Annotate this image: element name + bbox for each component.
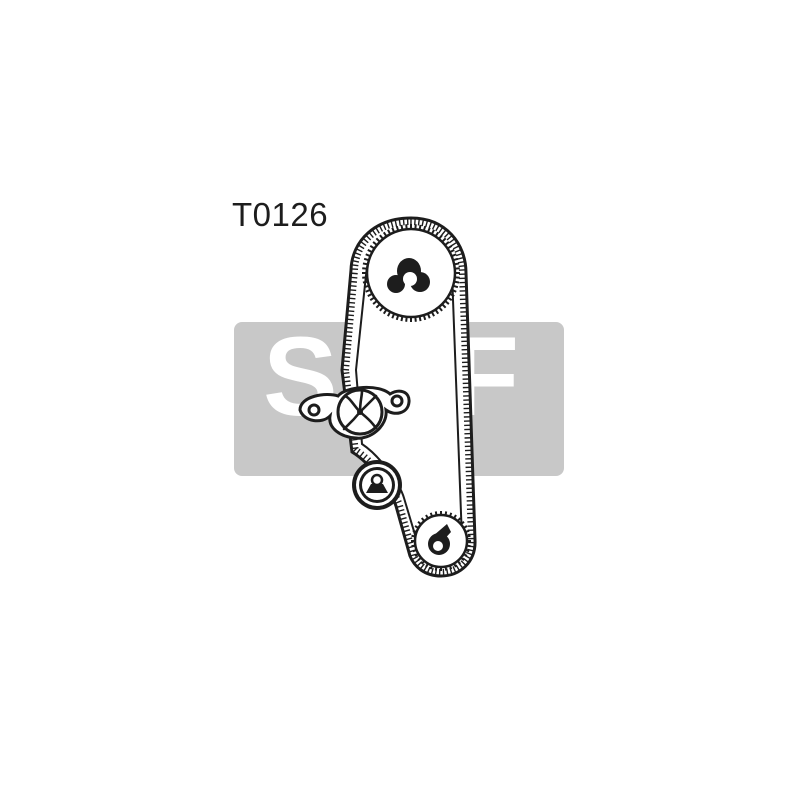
- belt-tooth: [399, 219, 400, 226]
- belt-tooth: [403, 218, 404, 225]
- sprocket-tooth: [431, 513, 432, 517]
- belt-tooth: [348, 307, 355, 308]
- belt-tooth: [344, 348, 351, 349]
- sprocket-tooth: [364, 259, 369, 260]
- sprocket-tooth: [467, 546, 471, 547]
- belt-tooth: [349, 290, 356, 291]
- belt-tooth: [350, 277, 357, 278]
- sprocket-tooth: [454, 263, 459, 264]
- belt-tooth: [346, 328, 353, 329]
- belt-tooth: [343, 381, 350, 382]
- sprocket-tooth: [465, 550, 469, 551]
- belt-tooth: [342, 373, 349, 374]
- sprocket-tooth: [446, 511, 447, 515]
- sprocket-tooth: [424, 226, 425, 231]
- belt-tooth: [351, 273, 358, 274]
- sprocket-tooth: [454, 282, 459, 283]
- belt-tooth: [347, 319, 354, 320]
- sprocket-tooth: [397, 226, 398, 231]
- belt-tooth: [350, 286, 357, 287]
- part-code-label: T0126: [232, 196, 328, 234]
- sprocket-tooth: [413, 531, 417, 532]
- sprocket-tooth: [436, 511, 437, 515]
- sprocket-tooth: [453, 286, 458, 287]
- belt-tooth: [350, 281, 357, 282]
- belt-tooth: [352, 448, 359, 449]
- belt-tooth: [344, 344, 351, 345]
- belt-tooth: [345, 340, 352, 341]
- sprocket-tooth: [436, 567, 437, 571]
- sprocket-tooth: [450, 513, 451, 517]
- belt-tooth: [349, 294, 356, 295]
- sprocket-tooth: [420, 225, 421, 230]
- sprocket-tooth: [401, 316, 402, 321]
- belt-tooth: [343, 357, 350, 358]
- belt-tooth: [342, 365, 349, 366]
- sprocket-tooth: [431, 565, 432, 569]
- sprocket-tooth: [363, 263, 368, 264]
- sprocket-tooth: [401, 225, 402, 230]
- belt-tooth: [345, 332, 352, 333]
- belt-tooth: [351, 265, 358, 266]
- sprocket-tooth: [420, 316, 421, 321]
- tensioner-pulley-icon: [352, 460, 402, 510]
- camshaft-sprocket-icon: [362, 224, 460, 322]
- belt-tooth: [347, 311, 354, 312]
- belt-tooth: [347, 315, 354, 316]
- sprocket-tooth: [467, 536, 471, 537]
- belt-tooth: [344, 385, 351, 386]
- sprocket-tooth: [446, 567, 447, 571]
- sprocket-tooth: [364, 286, 369, 287]
- belt-tooth: [346, 323, 353, 324]
- pump-bolt-left: [309, 405, 319, 415]
- pump-hub: [357, 409, 363, 415]
- belt-tooth: [351, 444, 358, 445]
- pump-bolt-right: [392, 396, 402, 406]
- belt-tooth: [418, 219, 419, 226]
- belt-tooth: [342, 369, 349, 370]
- sprocket-tooth: [413, 550, 417, 551]
- sprocket-tooth: [450, 565, 451, 569]
- sprocket-tooth: [465, 531, 469, 532]
- belt-tooth: [348, 302, 355, 303]
- sprocket-tooth: [411, 536, 415, 537]
- sprocket-tooth: [411, 546, 415, 547]
- belt-tooth: [343, 377, 350, 378]
- sprocket-tooth: [453, 259, 458, 260]
- belt-tooth: [344, 353, 351, 354]
- sprocket-tooth: [363, 282, 368, 283]
- sprocket-tooth: [397, 315, 398, 320]
- belt-tooth: [348, 298, 355, 299]
- sprocket-tooth: [424, 315, 425, 320]
- belt-tooth: [459, 266, 466, 267]
- belt-tooth: [343, 361, 350, 362]
- belt-tooth: [345, 336, 352, 337]
